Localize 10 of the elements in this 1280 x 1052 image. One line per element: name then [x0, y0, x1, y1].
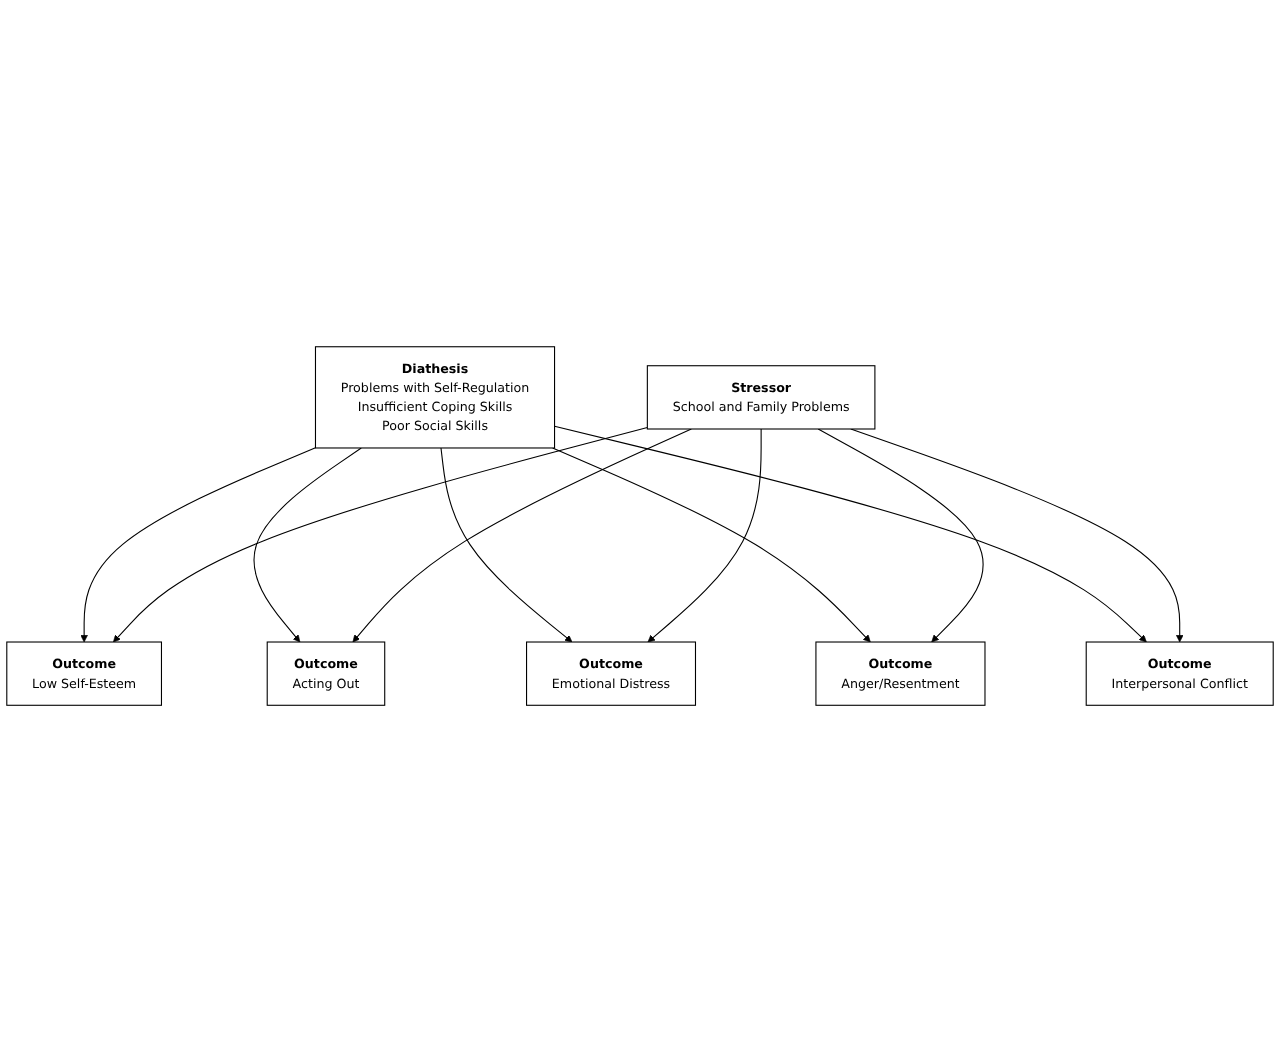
arrow: [440, 447, 573, 643]
arrow: [850, 428, 1184, 643]
arrow: [647, 428, 762, 643]
arrow: [554, 425, 1147, 643]
arrow: [113, 426, 648, 643]
arrow: [352, 428, 692, 643]
arrow: [80, 447, 317, 643]
arrow: [253, 447, 362, 643]
arrow: [552, 447, 871, 643]
arrow: [817, 428, 984, 643]
